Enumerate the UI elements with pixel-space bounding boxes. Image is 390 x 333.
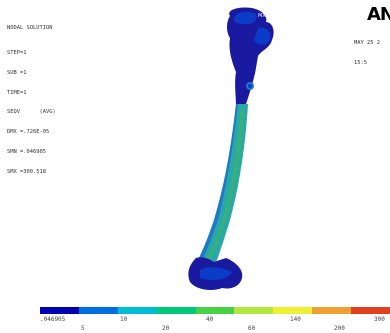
legend-color-bar — [40, 307, 390, 314]
legend-swatch — [351, 307, 390, 314]
step-value: STEP=1 — [7, 49, 27, 56]
femur-stress-plot[interactable]: MX — [0, 0, 390, 300]
legend-label-top: 300 — [374, 316, 385, 323]
legend-label-top: 40 — [206, 316, 214, 323]
legend-label-top: .046905 — [40, 316, 66, 323]
legend-label-bottom: 20 — [162, 325, 170, 332]
legend-swatch — [312, 307, 352, 314]
legend-label-bottom: 60 — [248, 325, 256, 332]
date-value: MAY 25 2 — [354, 40, 380, 47]
seqv-label: SEQV (AVG) — [7, 109, 56, 116]
legend-label-bottom: 200 — [334, 325, 345, 332]
neck-spot-core — [248, 84, 252, 88]
head-highlight — [234, 11, 257, 24]
trochanter — [254, 27, 271, 45]
legend-swatch — [40, 307, 79, 314]
time-of-day: 15:5 — [354, 59, 367, 66]
legend-swatch — [78, 307, 118, 314]
condyle-highlight — [200, 267, 232, 280]
legend-swatch — [273, 307, 313, 314]
solution-title: NODAL SOLUTION — [7, 25, 53, 32]
smx-value: SMX =300.518 — [7, 168, 46, 175]
legend-label-bottom: 5 — [81, 325, 85, 332]
substep-value: SUB =1 — [7, 69, 27, 76]
femur-shaft — [196, 104, 248, 268]
legend-swatch — [156, 307, 196, 314]
smn-value: SMN =.046905 — [7, 148, 46, 155]
max-marker: MX — [258, 13, 266, 19]
solution-info: NODAL SOLUTION STEP=1 SUB =1 TIME=1 SEQV… — [7, 12, 56, 182]
legend-swatch — [195, 307, 235, 314]
date-time: MAY 25 2 15:5 — [354, 27, 380, 73]
time-value: TIME=1 — [7, 89, 27, 96]
legend-label-top: 10 — [120, 316, 128, 323]
dmx-value: DMX =.726E-05 — [7, 129, 50, 136]
stress-legend: .046905 10 40 140 300 5 20 60 200 — [40, 307, 390, 333]
legend-swatch — [117, 307, 157, 314]
legend-label-top: 140 — [290, 316, 301, 323]
shaft-core — [204, 110, 244, 264]
legend-swatch — [234, 307, 274, 314]
ansys-logo: AN — [367, 4, 390, 25]
